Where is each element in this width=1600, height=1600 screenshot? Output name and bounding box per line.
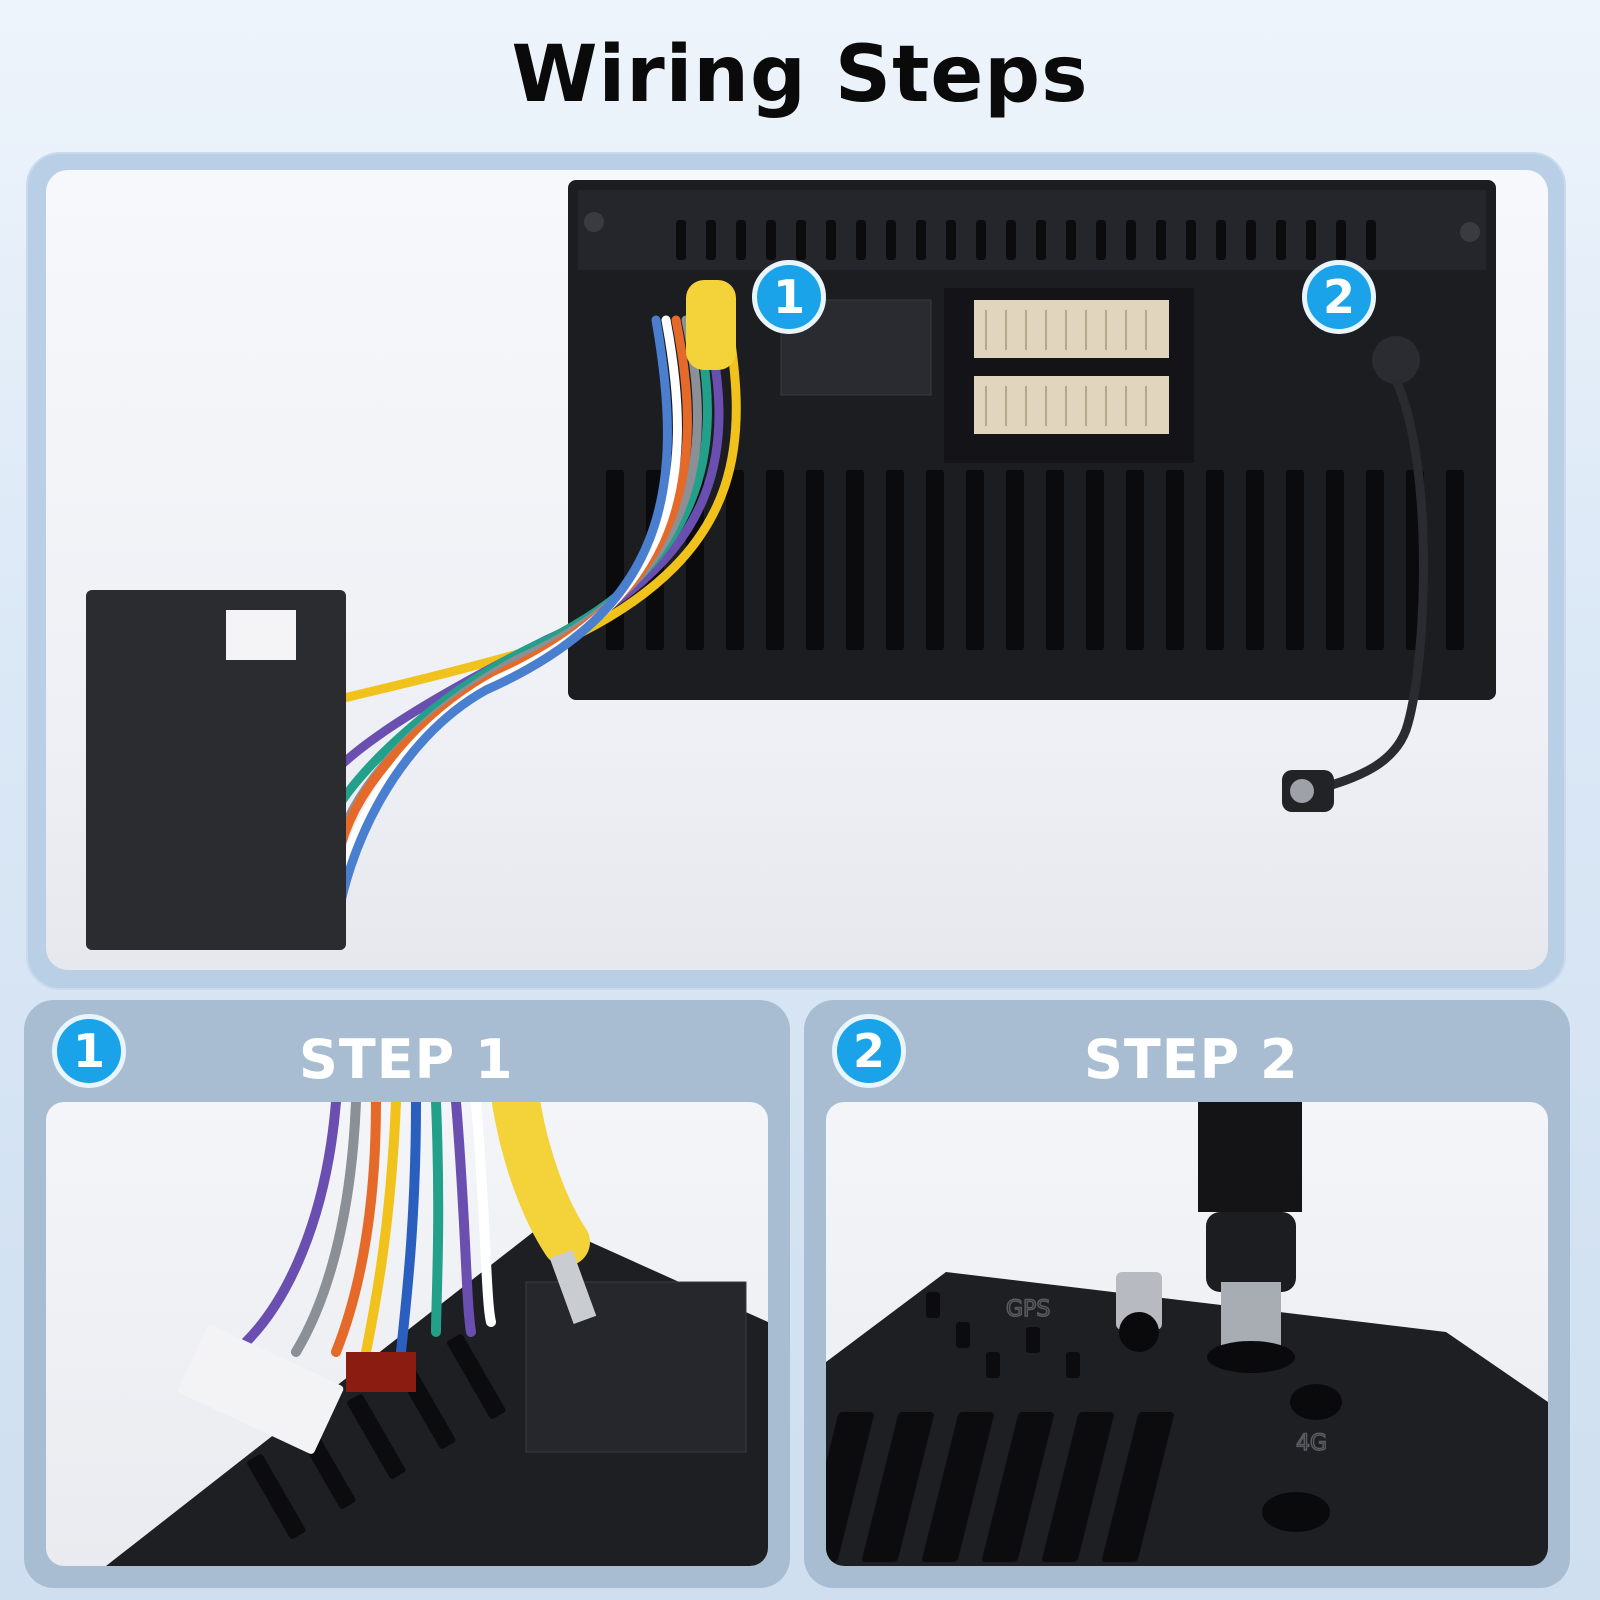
4g-marking: 4G	[1296, 1431, 1327, 1456]
step-1-photo	[46, 1102, 768, 1566]
harness-connection-illustration	[106, 1102, 768, 1566]
page-title: Wiring Steps	[511, 30, 1089, 120]
antenna-connection-illustration: GPS 4G	[826, 1102, 1548, 1566]
step-2-photo: GPS 4G	[826, 1102, 1548, 1566]
step-2-label: STEP 2	[1084, 1028, 1299, 1091]
step-1-label: STEP 1	[299, 1028, 514, 1091]
step-2-panel: 2 STEP 2 GPS 4G	[804, 1000, 1570, 1588]
step-1-panel: 1 STEP 1	[24, 1000, 790, 1588]
overview-badge-2: 2	[1302, 260, 1376, 334]
overview-frame: 1 2	[26, 152, 1566, 990]
overview-photo: 1 2	[46, 170, 1548, 970]
step-2-badge: 2	[832, 1014, 906, 1088]
overview-badge-1: 1	[752, 260, 826, 334]
gps-marking: GPS	[1006, 1297, 1050, 1322]
step-1-badge: 1	[52, 1014, 126, 1088]
